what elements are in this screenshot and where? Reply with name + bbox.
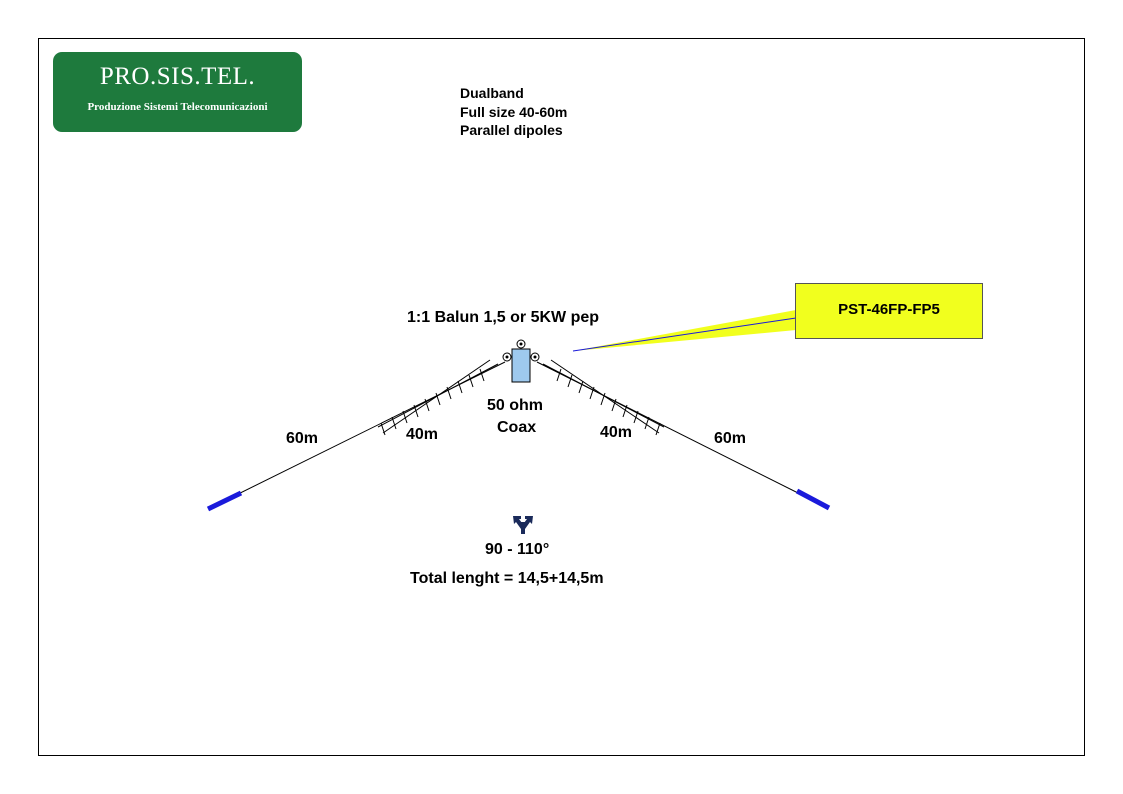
description-line-3: Parallel dipoles: [460, 122, 563, 138]
left-40m-label: 40m: [406, 426, 439, 443]
callout-pointer: [573, 310, 796, 351]
company-logo: PRO.SIS.TEL. Produzione Sistemi Telecomu…: [53, 52, 302, 132]
antenna-description: Dualband Full size 40-60m Parallel dipol…: [460, 84, 567, 140]
left-60m-label: 60m: [286, 430, 319, 447]
logo-title: PRO.SIS.TEL.: [99, 63, 256, 90]
callout-pointer-edge: [572, 317, 797, 352]
right-end-insulator: [795, 488, 831, 511]
right-60m-label: 60m: [714, 430, 747, 447]
left-end-insulator: [206, 490, 243, 512]
right-ladder: [542, 359, 665, 436]
model-callout: PST-46FP-FP5: [795, 283, 983, 339]
left-ladder: [377, 359, 499, 436]
right-40m-label: 40m: [600, 424, 633, 441]
total-length-label: Total lenght = 14,5+14,5m: [410, 570, 604, 587]
logo-subtitle: Produzione Sistemi Telecomunicazioni: [87, 101, 268, 113]
description-line-1: Dualband: [460, 85, 524, 101]
angle-label: 90 - 110°: [485, 541, 550, 558]
description-line-2: Full size 40-60m: [460, 103, 568, 120]
split-arrow-icon: [513, 516, 533, 534]
balun-label: 1:1 Balun 1,5 or 5KW pep: [407, 309, 600, 326]
feedline-impedance-label: 50 ohm: [487, 397, 544, 414]
page-frame: [38, 38, 1085, 756]
balun-icon: [502, 339, 540, 383]
feedline-type-label: Coax: [497, 419, 537, 436]
